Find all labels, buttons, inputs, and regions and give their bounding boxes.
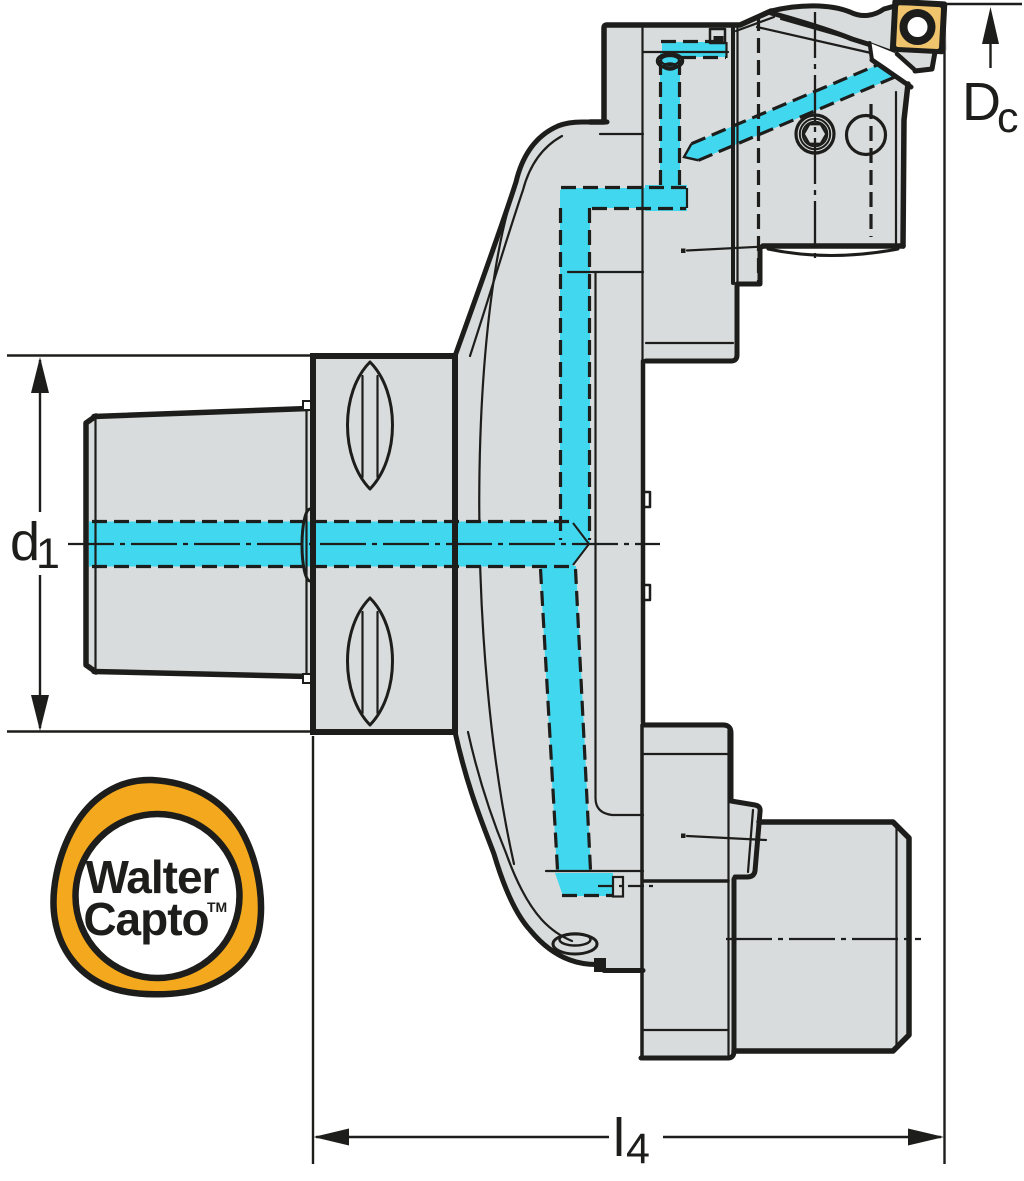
dimension-l4: l 4 <box>311 14 946 1173</box>
logo-trademark: TM <box>207 899 227 915</box>
insert-seat <box>897 52 935 71</box>
logo-walter: Walter <box>86 851 220 903</box>
upper-leader-line <box>685 245 766 252</box>
spine-nub-bottom <box>641 583 652 602</box>
d1-arrow-up <box>31 357 49 393</box>
neck-bottom-outline <box>452 729 600 967</box>
center-lines <box>68 12 921 941</box>
dc-arrow-up <box>982 7 999 44</box>
nozzle-tip <box>662 62 678 71</box>
boss-fill <box>734 822 909 1051</box>
logo-circle <box>72 810 243 982</box>
diagonal-tip-outline <box>682 143 699 162</box>
spine-channel-upper <box>560 190 590 544</box>
diagonal-border-upper <box>690 58 891 146</box>
top-plug-outer <box>708 27 727 45</box>
dc-label-sub: c <box>997 94 1019 142</box>
lower-leader-line <box>685 834 768 842</box>
seat-left-edge <box>894 51 919 74</box>
drive-slot-bottom <box>346 596 394 727</box>
lower-leader-dot <box>681 833 686 838</box>
upper-head-linework <box>587 0 948 725</box>
head-vertical-channel <box>660 52 680 208</box>
dimension-d1: d 1 <box>7 354 313 733</box>
set-screw-inner <box>558 932 592 947</box>
boss-outline <box>731 819 912 1054</box>
dc-label: D <box>962 72 1001 132</box>
dimension-dc: D c <box>897 2 1022 142</box>
logo-capto: Capto <box>83 893 208 945</box>
hub-linework <box>452 119 646 973</box>
tab-inner-line <box>746 808 755 874</box>
walter-capto-logo: Walter Capto TM <box>50 776 265 998</box>
l4-arrow-right <box>908 1128 944 1146</box>
lower-head-linework <box>638 722 912 1061</box>
l4-label-sub: 4 <box>626 1125 650 1173</box>
notch-bottom-edge <box>869 57 914 90</box>
lower-head-fill <box>642 722 762 1058</box>
spine-nub-top <box>641 490 652 509</box>
notch-left-cap <box>867 41 874 62</box>
head-bottom-arc <box>766 247 900 257</box>
upper-head-fill <box>604 4 947 361</box>
clamp-contour-2 <box>779 17 867 45</box>
clamp-screw-hex <box>802 122 828 146</box>
head-step-outline <box>643 243 766 364</box>
seat-outline <box>912 49 938 74</box>
adjust-bore-circle <box>844 113 888 157</box>
hub-base-arc <box>478 194 516 866</box>
neck-bottom-inner-line <box>466 730 574 943</box>
upper-leader-dot <box>681 248 686 253</box>
l4-arrow-left <box>313 1128 349 1146</box>
spine-lower-border-right <box>573 568 593 871</box>
lower-step-tab-outline <box>728 798 763 880</box>
head-top-profile <box>768 3 898 19</box>
bottom-channel-stub <box>555 873 613 896</box>
head-top-channel <box>662 42 726 57</box>
hub-contour-vertical <box>594 270 645 817</box>
shaft-bottom-edge <box>91 668 311 680</box>
d1-label-sub: 1 <box>36 530 60 578</box>
d1-arrow-down <box>31 695 49 731</box>
spine-lower-border-left <box>538 568 560 871</box>
head-left-outline <box>587 8 774 125</box>
junction-collar <box>645 185 687 211</box>
insert-hole <box>899 9 936 45</box>
shaft-top-edge <box>91 405 311 420</box>
top-plug-inner <box>713 36 724 42</box>
nose-contour-line <box>734 15 776 33</box>
lower-head-top-outline <box>640 722 734 802</box>
insert-notch <box>870 43 917 86</box>
l4-label: l <box>613 1108 625 1168</box>
d1-label: d <box>10 512 40 572</box>
neck-top-outline <box>452 119 610 359</box>
head-right-outline <box>900 81 911 249</box>
drive-slot-top <box>346 360 394 491</box>
neck-top-inner-line <box>468 134 564 358</box>
